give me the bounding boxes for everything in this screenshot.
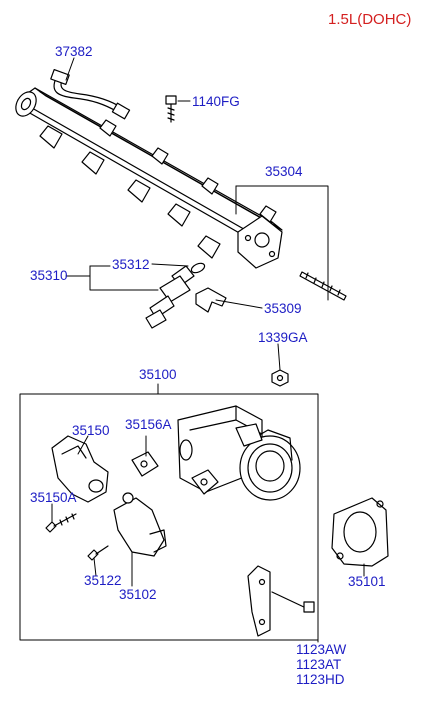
part-label-1123aw[interactable]: 1123AW [296,642,347,657]
engine-spec-title: 1.5L(DOHC) [328,11,412,28]
part-label-35312[interactable]: 35312 [112,257,150,272]
part-label-35101[interactable]: 35101 [348,574,386,589]
nut-1339ga [271,369,289,387]
small-gasket [131,451,159,477]
part-label-1339ga[interactable]: 1339GA [258,330,308,345]
bolt-1140fg [165,95,177,123]
part-label-35100[interactable]: 35100 [139,367,177,382]
part-label-37382[interactable]: 37382 [55,44,93,59]
clip-35309 [195,287,227,313]
part-label-35122[interactable]: 35122 [84,573,122,588]
tps-sensor [51,435,109,503]
bolt-1123 [271,591,315,613]
part-label-35150a[interactable]: 35150A [30,490,77,505]
tb-gasket [331,497,389,567]
part-label-35310[interactable]: 35310 [30,268,68,283]
wiring-harness [50,68,131,120]
screw-35150a [45,513,77,533]
part-label-1140fg[interactable]: 1140FG [192,94,240,109]
part-label-35309[interactable]: 35309 [264,301,302,316]
part-label-35156a[interactable]: 35156A [125,417,172,432]
part-label-1123at[interactable]: 1123AT [296,657,342,672]
leader-lines [51,57,365,643]
injector [145,262,206,329]
part-label-1123hd[interactable]: 1123HD [296,672,345,687]
throttle-body [177,405,301,501]
bracket [247,565,271,637]
part-label-35102[interactable]: 35102 [119,587,157,602]
fuel-rail [15,87,283,269]
part-label-35150[interactable]: 35150 [72,423,110,438]
part-label-35304[interactable]: 35304 [265,164,303,179]
screw-35122 [87,545,109,561]
idle-actuator [113,492,167,557]
stud-bolt [299,271,347,301]
